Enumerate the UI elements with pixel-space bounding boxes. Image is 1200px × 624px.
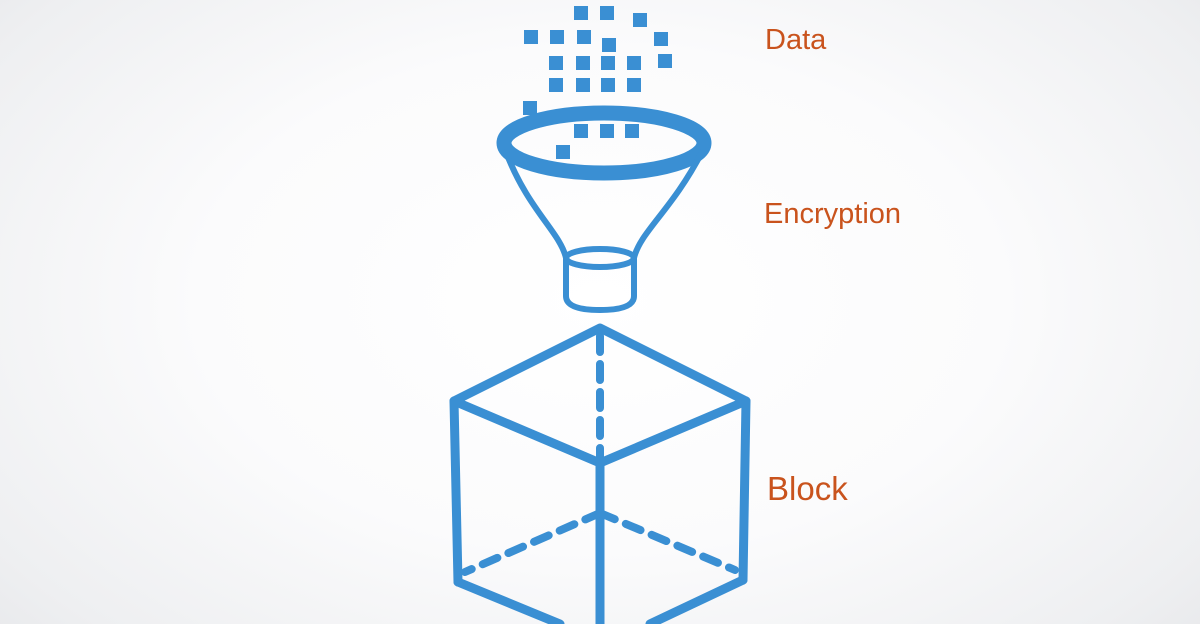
data-pixel (601, 78, 615, 92)
data-label: Data (765, 24, 827, 56)
data-pixel (627, 78, 641, 92)
data-pixel (576, 56, 590, 70)
data-pixels-icon (523, 6, 672, 115)
cube-hidden-left-edge (461, 509, 604, 576)
data-pixel (574, 6, 588, 20)
data-pixel (550, 30, 564, 44)
data-pixel (600, 6, 614, 20)
data-pixel (602, 38, 616, 52)
funnel-pixels-icon (556, 124, 639, 159)
data-pixel (658, 54, 672, 68)
cube-icon (449, 323, 751, 624)
funnel-pixel (574, 124, 588, 138)
encryption-label: Encryption (764, 198, 902, 230)
cube-bottom-left-edge (453, 577, 565, 624)
data-pixel (633, 13, 647, 27)
data-pixel (576, 78, 590, 92)
data-pixel (654, 32, 668, 46)
funnel-pixel (600, 124, 614, 138)
funnel-icon (496, 105, 712, 313)
data-pixel (549, 56, 563, 70)
cube-bottom-right-edge (645, 575, 748, 624)
data-pixel (524, 30, 538, 44)
data-pixel (523, 101, 537, 115)
funnel-pixel (556, 145, 570, 159)
funnel-neck-ring (563, 246, 637, 270)
data-pixel (601, 56, 615, 70)
cube-left-edge (449, 396, 463, 587)
data-pixel (627, 56, 641, 70)
data-pixel (577, 30, 591, 44)
block-label: Block (767, 470, 848, 507)
cube-hidden-right-edge (596, 509, 739, 574)
data-pixel (549, 78, 563, 92)
cube-right-edge (738, 396, 751, 585)
funnel-body (503, 149, 705, 313)
funnel-pixel (625, 124, 639, 138)
funnel-rim (496, 105, 712, 181)
